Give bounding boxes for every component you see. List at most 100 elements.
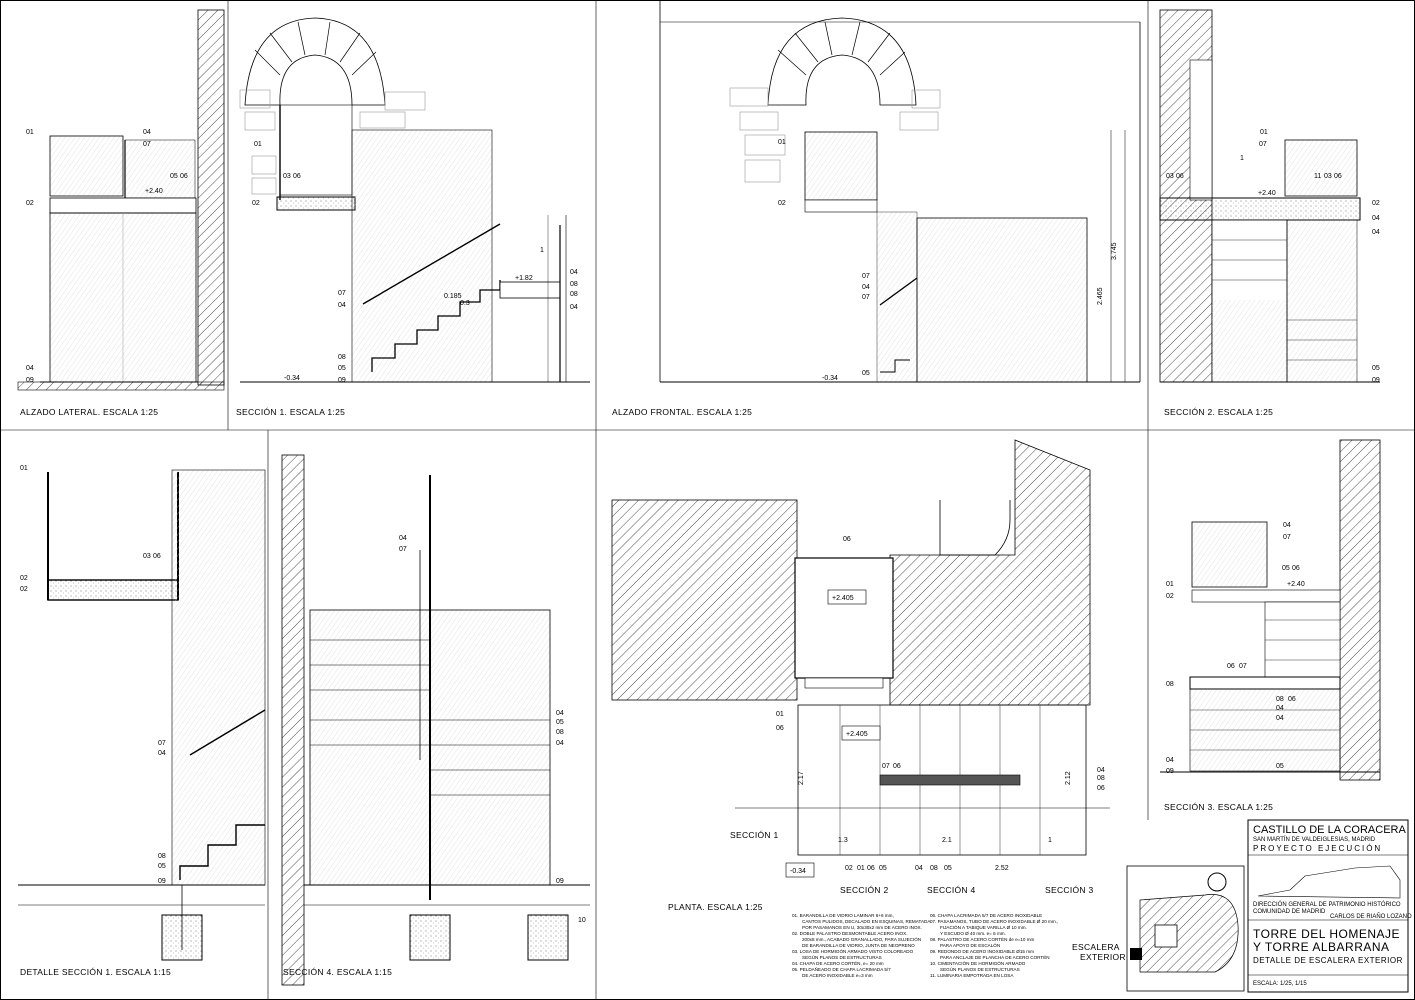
callout-label: 02 bbox=[20, 575, 28, 582]
callout-label: 09 bbox=[158, 878, 166, 885]
callout-label: 05 bbox=[1282, 565, 1290, 572]
callout-label: 06 bbox=[893, 763, 901, 770]
callout-label: 07 bbox=[862, 294, 870, 301]
callout-label: 09 bbox=[1372, 377, 1380, 384]
callout-label: 04 bbox=[1372, 215, 1380, 222]
callout-label: 01 bbox=[254, 141, 262, 148]
callout-label: 04 bbox=[1097, 767, 1105, 774]
callout-label: 05 bbox=[1372, 365, 1380, 372]
callout-label: 0.185 bbox=[444, 293, 462, 300]
note-line: 07. PASAMANOS, TUBO DE ACERO INOXIDABLE … bbox=[930, 919, 1058, 924]
client-name: DIRECCIÓN GENERAL DE PATRIMONIO HISTÓRIC… bbox=[1253, 901, 1401, 908]
drawing-scale: ESCALA: 1/25, 1/15 bbox=[1253, 981, 1307, 987]
note-line: Y ESCUDO Ø 40 mm. e= 6 mm. bbox=[940, 931, 1006, 936]
drawing-seccion-2 bbox=[1159, 9, 1380, 383]
note-line: 06. CHAPA LACRIMADA 5/7 DE ACERO INOXIDA… bbox=[930, 913, 1042, 918]
project-name: CASTILLO DE LA CORACERA bbox=[1253, 824, 1406, 836]
callout-label: 02 bbox=[778, 200, 786, 207]
callout-label: 06 bbox=[1288, 696, 1296, 703]
drawing-caption: SECCIÓN 1. ESCALA 1:25 bbox=[236, 407, 345, 417]
callout-label: 09 bbox=[26, 377, 34, 384]
callout-label: 07 bbox=[338, 290, 346, 297]
callout-label: 2.52 bbox=[995, 865, 1009, 872]
callout-label: 04 bbox=[570, 304, 578, 311]
note-line: 10. CIMENTACIÓN DE HORMIGÓN ARMADO bbox=[930, 960, 1026, 966]
callout-label: 04 bbox=[862, 284, 870, 291]
callout-label: 1 bbox=[1048, 837, 1052, 844]
callout-label: 09 bbox=[556, 878, 564, 885]
callout-label: 06 bbox=[1176, 173, 1184, 180]
callout-label: 0.3 bbox=[460, 300, 470, 307]
callout-label: +2.40 bbox=[1287, 581, 1305, 588]
drawing-title: Y TORRE ALBARRANA bbox=[1253, 940, 1390, 954]
callout-label: 08 bbox=[930, 865, 938, 872]
callout-label: 2.465 bbox=[1097, 287, 1104, 305]
callout-label: 01 bbox=[1166, 581, 1174, 588]
note-line: FIJACIÓN A TABIQUE VARILLA Ø 10 mm. bbox=[940, 924, 1027, 930]
drawing-alzado-lateral bbox=[17, 9, 225, 391]
drawing-title: TORRE DEL HOMENAJE bbox=[1253, 927, 1400, 941]
note-line: 01. BARANDILLA DE VIDRIO LAMINAR 6+6 mm, bbox=[792, 913, 894, 918]
callout-label: 01 bbox=[20, 465, 28, 472]
callout-label: 08 bbox=[570, 291, 578, 298]
callout-label: 09 bbox=[1166, 768, 1174, 775]
drawing-seccion-3 bbox=[1160, 439, 1381, 781]
level-box bbox=[827, 589, 867, 605]
note-line: 04. CHAPA DE ACERO CORTÉN, e= 20 mm bbox=[792, 960, 884, 966]
callout-label: 06 bbox=[1097, 785, 1105, 792]
section-marker: SECCIÓN 3 bbox=[1045, 885, 1094, 895]
key-plan bbox=[1126, 865, 1245, 992]
callout-label: 04 bbox=[1276, 705, 1284, 712]
callout-label: 08 bbox=[1097, 775, 1105, 782]
callout-label: 05 bbox=[944, 865, 952, 872]
project-phase: PROYECTO EJECUCIÓN bbox=[1253, 844, 1382, 853]
callout-label: 03 bbox=[1166, 173, 1174, 180]
callout-label: 1 bbox=[540, 247, 544, 254]
callout-label: 05 bbox=[862, 370, 870, 377]
callout-label: +2.40 bbox=[1258, 190, 1276, 197]
callout-label: +1.82 bbox=[515, 275, 533, 282]
drawing-caption: SECCIÓN 2. ESCALA 1:25 bbox=[1164, 407, 1273, 417]
callout-label: 09 bbox=[338, 377, 346, 384]
callout-label: 2.17 bbox=[798, 771, 805, 785]
callout-label: 2.1 bbox=[942, 837, 952, 844]
callout-label: 04 bbox=[556, 710, 564, 717]
callout-label: 05 bbox=[170, 173, 178, 180]
drawing-alzado-frontal bbox=[659, 17, 1141, 383]
callout-label: 2.12 bbox=[1065, 771, 1072, 785]
notes-right: 06. CHAPA LACRIMADA 5/7 DE ACERO INOXIDA… bbox=[930, 904, 1063, 978]
callout-label: 07 bbox=[399, 546, 407, 553]
note-line: 200x8 mm., ACABADO GRANALLADO, PARA SUJE… bbox=[802, 936, 921, 942]
section-marker: SECCIÓN 4 bbox=[927, 885, 976, 895]
callout-label: -0.34 bbox=[284, 375, 300, 382]
architect-name: CARLOS DE RIAÑO LOZANO bbox=[1330, 913, 1412, 920]
callout-label: -0.34 bbox=[790, 868, 806, 875]
callout-label: 06 bbox=[776, 725, 784, 732]
callout-label: 04 bbox=[399, 535, 407, 542]
callout-label: 02 bbox=[20, 586, 28, 593]
callout-label: 07 bbox=[158, 740, 166, 747]
drawing-seccion-1 bbox=[239, 17, 590, 383]
drawing-subtitle: DETALLE DE ESCALERA EXTERIOR bbox=[1253, 956, 1403, 965]
level-box bbox=[785, 862, 815, 878]
notes-left: 01. BARANDILLA DE VIDRIO LAMINAR 6+6 mm,… bbox=[792, 904, 935, 978]
callout-label: 08 bbox=[1276, 696, 1284, 703]
drawing-planta bbox=[611, 439, 1110, 856]
callout-label: 04 bbox=[915, 865, 923, 872]
title-block bbox=[1247, 819, 1409, 993]
drawing-caption: ALZADO FRONTAL. ESCALA 1:25 bbox=[612, 407, 752, 417]
callout-label: 04 bbox=[1166, 757, 1174, 764]
callout-label: 07 bbox=[1239, 663, 1247, 670]
callout-label: 05 bbox=[1276, 763, 1284, 770]
note-line: PARA APOYO DE ESCALÓN bbox=[940, 942, 1000, 948]
callout-label: 01 bbox=[26, 129, 34, 136]
key-plan-label: EXTERIOR bbox=[1080, 952, 1126, 962]
note-line: POR PASAMANOS EN U, 30x30x2 mm DE ACERO … bbox=[802, 925, 922, 930]
callout-label: 07 bbox=[143, 141, 151, 148]
callout-label: +2.405 bbox=[846, 731, 868, 738]
callout-label: 05 bbox=[338, 365, 346, 372]
callout-label: 06 bbox=[1227, 663, 1235, 670]
note-line: 02. DOBLE PALASTRO DESMONTABLE ACERO INO… bbox=[792, 931, 907, 936]
